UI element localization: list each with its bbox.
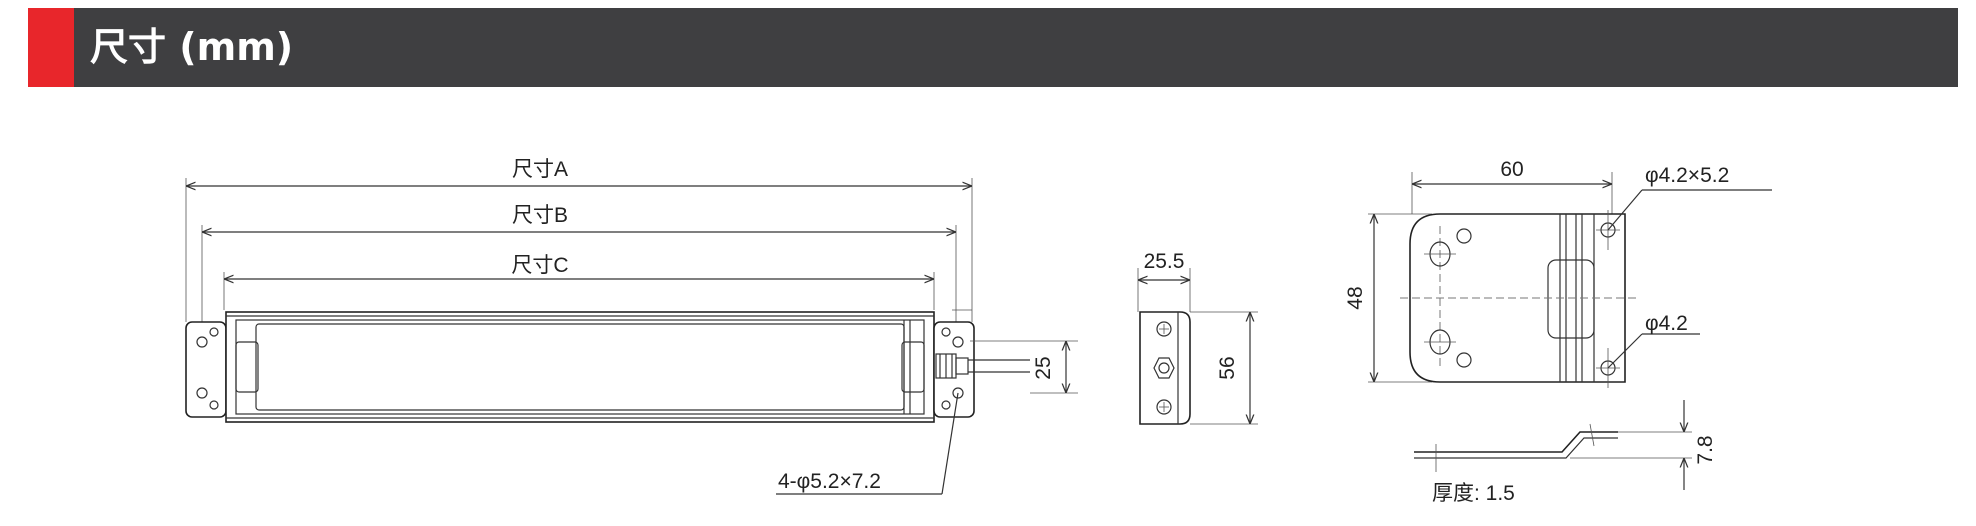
bracket-view: 60 48 φ4.2×5.2 φ4	[1344, 158, 1772, 505]
light-body	[225, 311, 935, 423]
left-mount-plate	[185, 321, 227, 418]
holes-label: 4-φ5.2×7.2	[778, 470, 881, 493]
side-width-label: 25.5	[1144, 250, 1185, 273]
bracket-width-label: 60	[1500, 158, 1523, 181]
side-view: 25.5 56	[1137, 250, 1258, 425]
bracket-height-label: 48	[1344, 286, 1367, 309]
header-accent	[28, 8, 74, 87]
side-height-label: 56	[1216, 356, 1239, 379]
height-25-label: 25	[1032, 356, 1055, 379]
bracket-plate	[1409, 213, 1626, 383]
offset-label: 7.8	[1694, 435, 1717, 464]
thickness-label: 厚度: 1.5	[1432, 482, 1515, 505]
section-header: 尺寸 (mm)	[28, 8, 1958, 87]
front-view: 尺寸A 尺寸B 尺寸C	[185, 158, 1078, 495]
dim-c-label: 尺寸C	[511, 254, 568, 277]
dim-b-label: 尺寸B	[512, 204, 568, 227]
page-title: 尺寸 (mm)	[90, 25, 294, 69]
bracket-profile	[1414, 431, 1618, 453]
hole-label: φ4.2	[1645, 312, 1688, 335]
dim-a-label: 尺寸A	[512, 158, 568, 181]
slot-label: φ4.2×5.2	[1645, 164, 1729, 187]
